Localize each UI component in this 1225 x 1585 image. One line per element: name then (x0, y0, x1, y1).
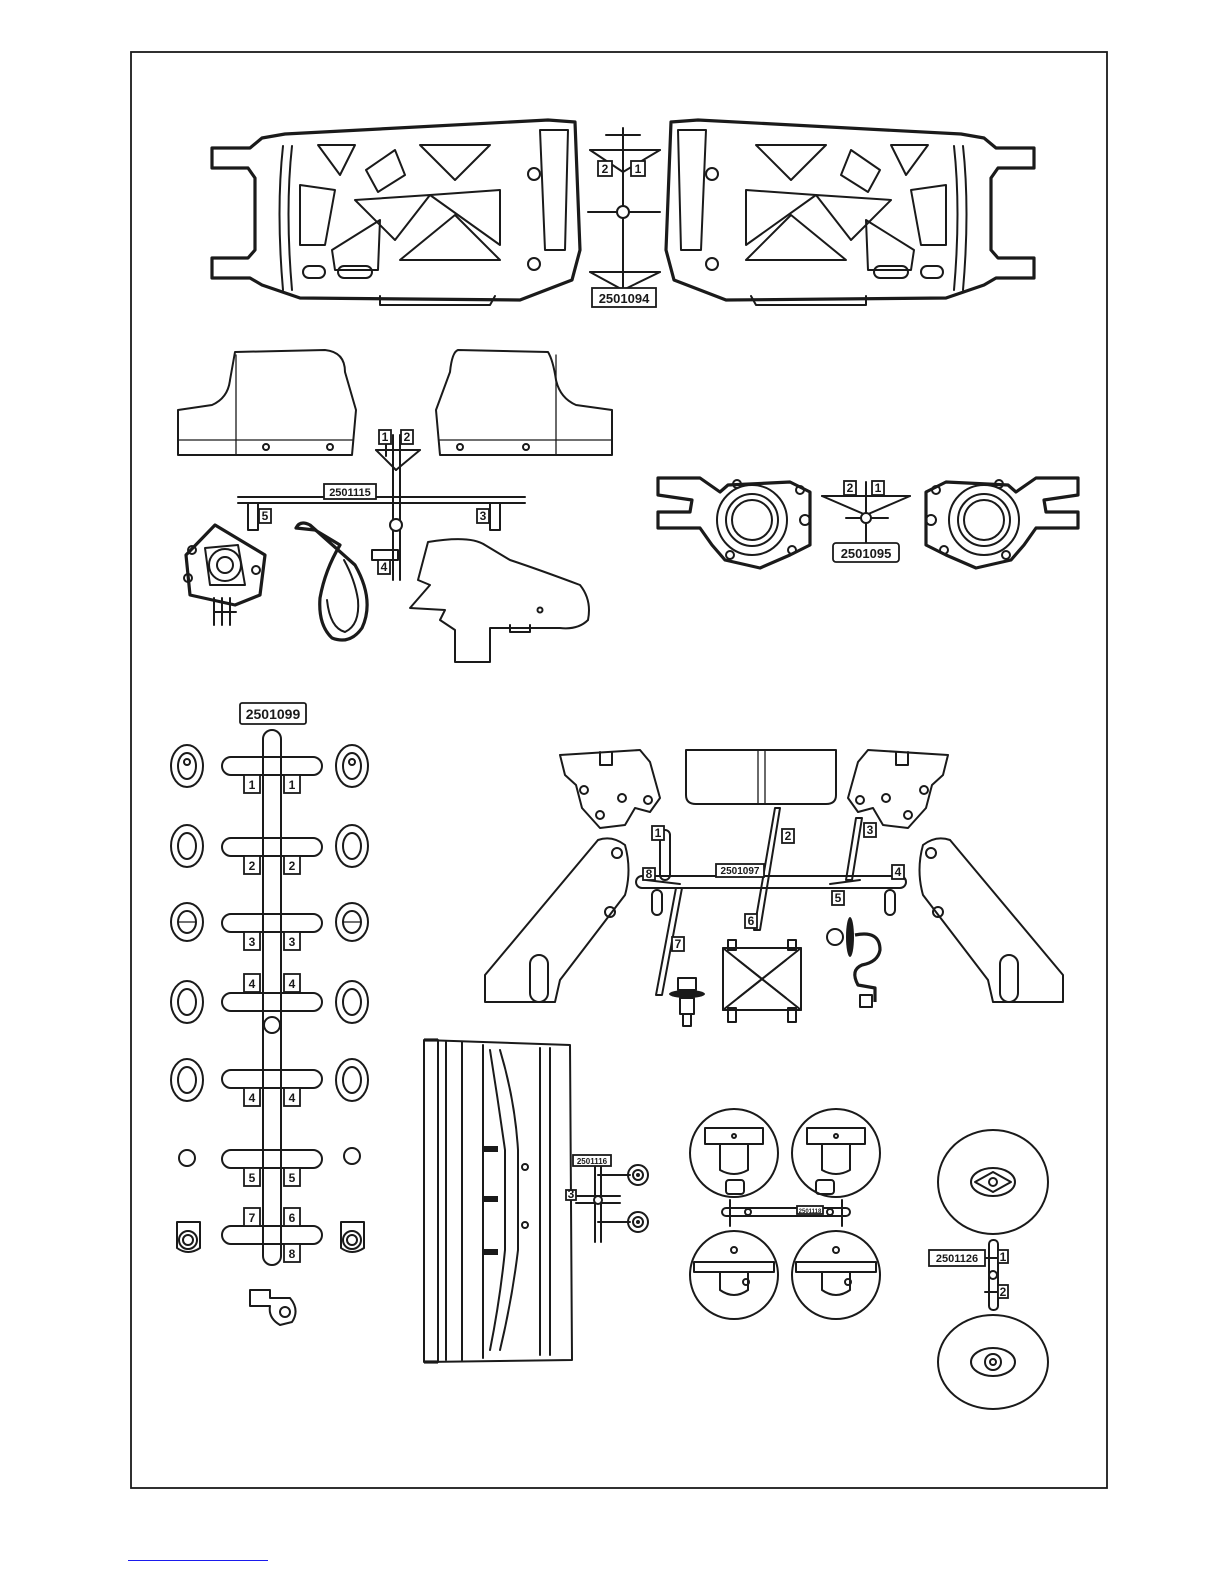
mount-oval-l5 (171, 1059, 203, 1101)
brace-gate-4: 4 (895, 865, 902, 879)
hubs-gate-1: 1 (875, 481, 882, 495)
mounts-gate-8: 8 (289, 1247, 296, 1261)
sprue-discs: 2501118 (690, 1109, 880, 1319)
loop-clip (296, 523, 367, 640)
hubs-part-code: 2501095 (841, 546, 892, 561)
wing-sprue-frame (576, 1167, 630, 1242)
mounts-sprue-frame (222, 730, 322, 1265)
covers-gate-3: 3 (480, 509, 487, 523)
mounts-gate-5b: 5 (289, 1171, 296, 1185)
sprue-brace: 2501097 1 2 3 4 5 6 7 8 (485, 750, 1063, 1026)
wheel-cap-top (938, 1130, 1048, 1234)
motor-plate (184, 525, 265, 625)
mounts-gate-7: 7 (249, 1211, 256, 1225)
arms-sprue-frame (588, 128, 660, 290)
arms-gate-2: 2 (602, 162, 609, 176)
wheel-cap-bottom (938, 1315, 1048, 1409)
sprue-wing: 2501116 3 (424, 1040, 648, 1362)
brace-gate-7: 7 (675, 937, 682, 951)
wing-part-code: 2501116 (577, 1157, 608, 1166)
right-suspension-arm (666, 120, 1034, 305)
mounts-gate-3a: 3 (249, 935, 256, 949)
mounts-gate-4b: 4 (289, 977, 296, 991)
left-suspension-arm (212, 120, 580, 305)
page-frame (131, 52, 1107, 1488)
mount-oval-r2 (336, 825, 368, 867)
mount-oval-r3 (336, 903, 368, 941)
mounts-gate-4a: 4 (249, 977, 256, 991)
mount-oval-l1 (171, 745, 203, 787)
wheels-gate-1: 1 (1000, 1250, 1007, 1264)
covers-gate-4: 4 (381, 560, 388, 574)
left-cover-panel (178, 350, 356, 455)
sprue-mounts: 2501099 1 1 (171, 703, 368, 1325)
mounts-gate-2a: 2 (249, 859, 256, 873)
mounts-gate-4d: 4 (289, 1091, 296, 1105)
left-shock-tower (485, 838, 629, 1002)
brace-gate-1: 1 (655, 826, 662, 840)
sprue-hubs: 2 1 2501095 (658, 478, 1078, 568)
sprue-arms: 2 1 2501094 (212, 120, 1034, 307)
mount-oval-r4 (336, 981, 368, 1023)
hubs-gate-2: 2 (847, 481, 854, 495)
right-cover-panel (436, 350, 612, 455)
brace-gate-3: 3 (867, 823, 874, 837)
brace-gate-8: 8 (646, 867, 653, 881)
mounts-part-code: 2501099 (246, 706, 301, 722)
mount-oval-r5 (336, 1059, 368, 1101)
brace-part-code: 2501097 (721, 866, 760, 877)
wheels-gate-2: 2 (1000, 1285, 1007, 1299)
mount-washer-r (344, 1148, 360, 1164)
mount-washer-l (179, 1150, 195, 1166)
mounts-gate-1b: 1 (289, 778, 296, 792)
discs-part-code: 2501118 (799, 1209, 822, 1215)
wing-gate-3: 3 (568, 1187, 575, 1201)
mount-bracket (250, 1290, 296, 1325)
hubs-sprue-frame (822, 482, 910, 545)
center-block (686, 750, 836, 804)
covers-sprue-frame (238, 435, 525, 580)
covers-gate-5: 5 (262, 509, 269, 523)
covers-gate-2: 2 (404, 430, 411, 444)
mounts-gate-3b: 3 (289, 935, 296, 949)
arms-gate-1: 1 (635, 162, 642, 176)
footer-link-underline[interactable] (128, 1560, 268, 1561)
rear-wing (424, 1040, 572, 1362)
disc-bottom-left (690, 1231, 778, 1319)
mounts-gate-2b: 2 (289, 859, 296, 873)
mount-oval-l3 (171, 903, 203, 941)
mounts-gate-1a: 1 (249, 778, 256, 792)
covers-part-code: 2501115 (329, 487, 371, 499)
disc-bottom-right (792, 1231, 880, 1319)
mount-oval-l4 (171, 981, 203, 1023)
discs-sprue-frame (722, 1200, 850, 1226)
sprue-covers: 1 2 5 3 4 2501115 (178, 350, 612, 662)
mounts-gate-5a: 5 (249, 1171, 256, 1185)
sprue-wheels: 2501126 1 2 (929, 1130, 1048, 1409)
wheels-part-code: 2501126 (936, 1253, 978, 1265)
right-hub-carrier (926, 478, 1078, 568)
left-top-plate (560, 750, 660, 828)
arms-part-code: 2501094 (599, 291, 650, 306)
mounts-gate-6: 6 (289, 1211, 296, 1225)
mount-cup-l (177, 1222, 200, 1252)
brace-cross-mount (723, 940, 801, 1022)
brace-gate-6: 6 (748, 914, 755, 928)
spring-clip (827, 917, 880, 1007)
body-panel (410, 539, 589, 662)
left-hub-carrier (658, 478, 810, 568)
right-shock-tower (920, 838, 1064, 1002)
disc-top-left (690, 1109, 778, 1197)
disc-top-right (792, 1109, 880, 1197)
mount-oval-r1 (336, 745, 368, 787)
brace-gate-5: 5 (835, 891, 842, 905)
mounts-gate-4c: 4 (249, 1091, 256, 1105)
right-top-plate (848, 750, 948, 828)
mount-cup-r (341, 1222, 364, 1252)
brace-gate-2: 2 (785, 829, 792, 843)
covers-gate-1: 1 (382, 430, 389, 444)
mount-oval-l2 (171, 825, 203, 867)
body-post-left (669, 978, 705, 1026)
